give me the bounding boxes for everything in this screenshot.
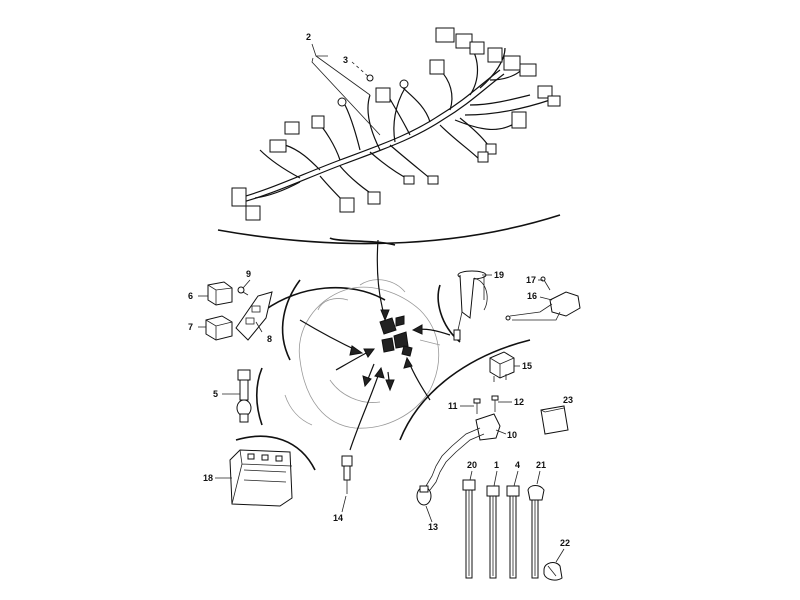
part-5-switch <box>236 369 252 423</box>
label-2: 2 <box>306 32 311 42</box>
leader-1 <box>493 470 498 487</box>
leader-21 <box>536 470 541 485</box>
label-5: 5 <box>213 389 218 399</box>
part-17-screw <box>540 276 551 291</box>
label-17: 17 <box>526 275 536 285</box>
central-component-cluster <box>379 315 413 357</box>
label-6: 6 <box>188 291 193 301</box>
label-14: 14 <box>333 513 343 523</box>
leader-9 <box>242 279 251 289</box>
leader-14 <box>341 495 347 513</box>
part-14-sensor <box>341 455 353 494</box>
leader-8 <box>255 321 263 333</box>
leader-16 <box>539 296 553 301</box>
part-18-battery <box>229 449 293 507</box>
part-15-relay <box>489 351 515 382</box>
part-23-module <box>540 405 569 435</box>
label-8: 8 <box>267 334 272 344</box>
part-6-relay <box>207 281 233 306</box>
label-7: 7 <box>188 322 193 332</box>
pointer-arrows <box>299 239 451 451</box>
label-4: 4 <box>515 460 520 470</box>
part-20-cable-tie <box>462 479 476 579</box>
part-4-cable-tie <box>506 485 520 579</box>
part-7-relay <box>205 315 233 341</box>
label-11: 11 <box>448 401 458 411</box>
label-22: 22 <box>560 538 570 548</box>
leader-4 <box>513 470 519 487</box>
leader-20 <box>469 470 473 481</box>
leader-22 <box>555 548 565 563</box>
label-19: 19 <box>494 270 504 280</box>
label-10: 10 <box>507 430 517 440</box>
harness-leaders <box>311 43 381 136</box>
part-16-unit <box>505 291 581 321</box>
part-11-bolt <box>473 398 481 414</box>
label-15: 15 <box>522 361 532 371</box>
part-1-cable-tie <box>486 485 500 579</box>
scooter-outline <box>284 279 441 429</box>
leader-13 <box>425 505 433 523</box>
part-21-cable-tie <box>527 485 545 579</box>
label-20: 20 <box>467 460 477 470</box>
label-9: 9 <box>246 269 251 279</box>
label-23: 23 <box>563 395 573 405</box>
part-8-bracket <box>235 291 273 341</box>
label-1: 1 <box>494 460 499 470</box>
part-13-plug-cap <box>416 485 432 506</box>
leader-10 <box>495 429 507 435</box>
part-9-screw <box>237 286 249 296</box>
label-3: 3 <box>343 55 348 65</box>
label-13: 13 <box>428 522 438 532</box>
part-12-bolt <box>491 395 499 412</box>
label-12: 12 <box>514 397 524 407</box>
part-19-fuel-sender <box>453 270 488 341</box>
label-16: 16 <box>527 291 537 301</box>
label-21: 21 <box>536 460 546 470</box>
part-22-clip <box>543 562 563 581</box>
separator-arcs <box>217 214 561 471</box>
wiring-harness <box>231 27 561 221</box>
part-10-coil <box>425 413 501 491</box>
label-18: 18 <box>203 473 213 483</box>
